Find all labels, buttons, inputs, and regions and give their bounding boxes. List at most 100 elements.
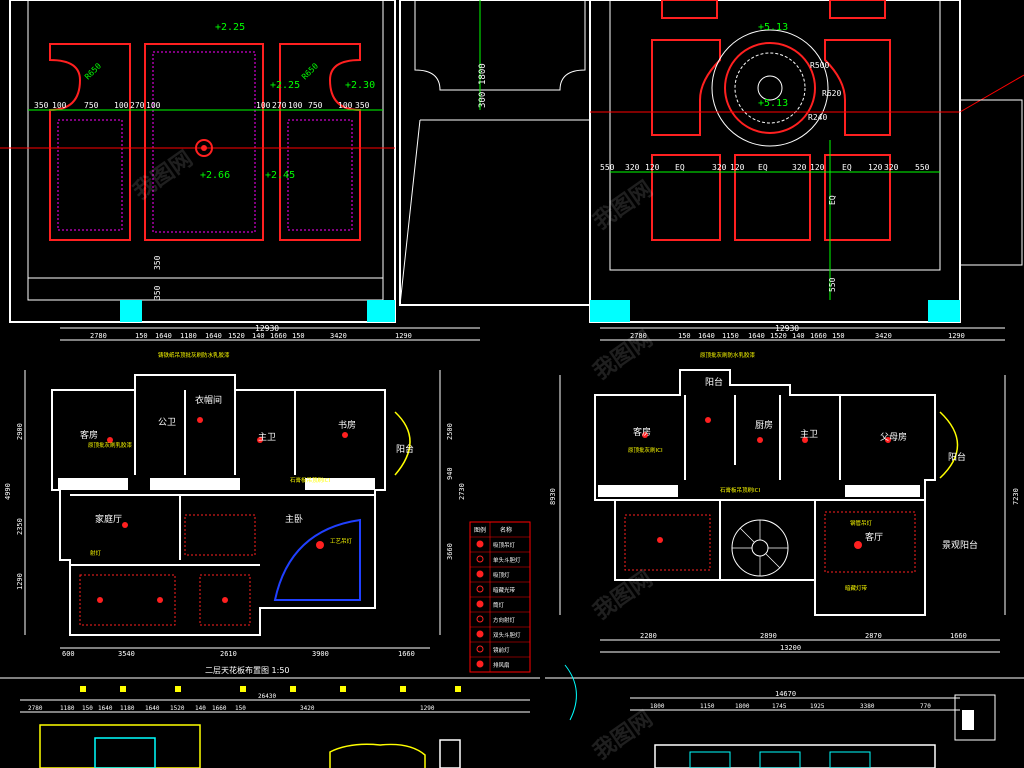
wall-hatch [305, 478, 375, 490]
dim-text: 120 [810, 163, 825, 172]
room-label: 衣帽间 [195, 394, 222, 406]
dim-text: 100 [146, 101, 161, 110]
ceiling-frame [414, 0, 586, 91]
marker [240, 686, 246, 692]
panel-inner-wall [609, 0, 941, 271]
dim-text: 3420 [300, 705, 315, 712]
downlight [122, 522, 128, 528]
room-label: 景观阳台 [942, 539, 978, 551]
drawing-title: 二层天花板布置图 1:50 [205, 665, 290, 675]
dim-text: 150 [235, 705, 246, 712]
dim-text: 1640 [155, 332, 172, 340]
dim-text: 120 [645, 163, 660, 172]
ceiling-frame [824, 39, 891, 136]
room-label: 阳台 [396, 443, 414, 455]
note-text: 钢管吊灯 [850, 519, 873, 527]
ceiling-frame [651, 39, 721, 136]
total-dim: 12930 [255, 324, 279, 333]
ceiling-plan-right: 12930 2780 150 1640 1150 1640 1520 140 1… [549, 324, 1020, 653]
downlight [257, 437, 263, 443]
dim-text: 1800 [735, 703, 750, 710]
downlight [342, 432, 348, 438]
dim-text: 150 [292, 332, 305, 340]
ceiling-frame [829, 0, 886, 19]
dim-text: 1520 [770, 332, 787, 340]
legend-label: 吸顶灯 [493, 571, 510, 579]
panel-inner-wall [27, 0, 384, 301]
dim-text: 270 [130, 101, 145, 110]
dim-text: 350 [153, 255, 162, 270]
ceiling-frame-inner [57, 119, 123, 231]
dim-text: 1800 [650, 703, 665, 710]
dim-text: 320 [884, 163, 899, 172]
room-label: 公卫 [158, 417, 176, 428]
dim-text: 1800 [478, 63, 488, 85]
top-right-ceiling-panel: +5.13 +5.13 R500 R620 R240 550 320 120 E… [589, 0, 1024, 323]
furniture-block [39, 724, 201, 768]
level-label: +2.25 [215, 22, 245, 33]
column-block [928, 300, 960, 322]
note-text: 射灯 [90, 549, 102, 557]
dim-text: 140 [195, 705, 206, 712]
curve-line [564, 664, 577, 721]
dim-text: 2610 [220, 650, 237, 658]
dim-text: 2900 [16, 423, 24, 440]
dim-text: 1180 [120, 705, 135, 712]
cabinet [689, 751, 731, 768]
pendant-lamp [854, 541, 862, 549]
ceiling-frame-inner [287, 119, 353, 231]
marker [290, 686, 296, 692]
panel-wall [9, 0, 396, 323]
marker [400, 686, 406, 692]
room-label: 书房 [338, 419, 356, 431]
dim-text: 3660 [446, 543, 454, 560]
elevation-box [654, 744, 936, 768]
downlight [642, 432, 648, 438]
dim-text: 100 [52, 101, 67, 110]
legend-symbol [476, 570, 484, 578]
dim-text: 2280 [640, 632, 657, 640]
dim-text: 1925 [810, 703, 825, 710]
ceiling-recess [199, 574, 251, 626]
pendant-lamp [316, 541, 324, 549]
room-label: 客厅 [865, 531, 883, 543]
dim-text: 120 [730, 163, 745, 172]
level-label: +2.30 [345, 80, 375, 91]
ceiling-recess [79, 574, 176, 626]
dim-text: 2730 [458, 483, 466, 500]
dim-text: 1180 [180, 332, 197, 340]
dim-text: 2780 [28, 705, 43, 712]
column-block [367, 300, 395, 322]
dim-text: 140 [792, 332, 805, 340]
room-label: 父母房 [880, 431, 907, 443]
dim-text: 3540 [118, 650, 135, 658]
cabinet [829, 751, 871, 768]
downlight [197, 417, 203, 423]
total-dim: 13200 [780, 644, 801, 652]
legend-label: 吸顶吊灯 [493, 541, 516, 549]
dim-text: 1660 [398, 650, 415, 658]
dim-text: 1640 [698, 332, 715, 340]
radius-label: R620 [822, 89, 841, 98]
stair-tread [739, 527, 755, 543]
legend-header: 图例 [474, 526, 486, 534]
dim-text: 1660 [270, 332, 287, 340]
dim-text: 2780 [90, 332, 107, 340]
dim-text: 4990 [4, 483, 12, 500]
dim-text: 150 [678, 332, 691, 340]
legend-label: 双头斗胆灯 [493, 631, 521, 639]
dim-text: 600 [62, 650, 75, 658]
dim-text: 100 [256, 101, 271, 110]
dim-text: 750 [308, 101, 323, 110]
dim-text: 1640 [98, 705, 113, 712]
stair-tread [765, 553, 781, 569]
note-text: 原顶批灰刷乳胶漆 [88, 441, 133, 449]
dim-text: 2890 [760, 632, 777, 640]
column-block [590, 300, 630, 322]
detail-box [954, 694, 996, 741]
dim-text: 1150 [700, 703, 715, 710]
dim-text: 150 [832, 332, 845, 340]
dim-text: 770 [920, 703, 931, 710]
